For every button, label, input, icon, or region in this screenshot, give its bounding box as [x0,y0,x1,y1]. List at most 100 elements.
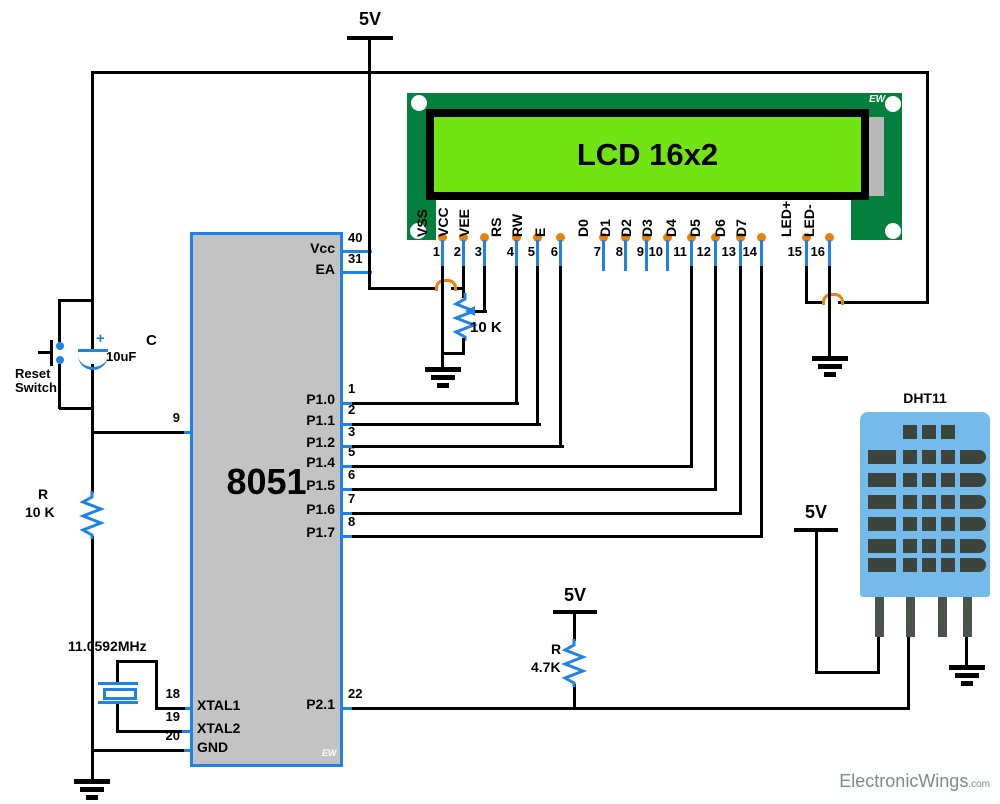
lcd-pin-number: 6 [550,244,558,259]
mcu-pin-stub [341,535,353,538]
mcu-pin-number: 5 [348,444,356,459]
dht-vent-hole [922,495,936,509]
wire-lcd-vcc [462,266,465,298]
lcd-pin-number: 5 [527,244,535,259]
mcu-pin-label: XTAL1 [197,697,241,713]
lcd-pin-label: VCC [435,207,451,237]
mcu-ew-mark: EW [322,748,337,758]
dht-vent-hole [941,558,955,572]
mcu-pin-stub [182,749,190,752]
lcd-ew-mark: EW [869,94,886,105]
lcd-pin-pad [556,233,565,242]
lcd-pin-label: D1 [597,219,613,237]
lcd-pin-label: E [532,227,548,237]
lcd-title: LCD 16x2 [576,137,719,172]
wire-lcd-d4 [690,266,693,468]
supply-5v-label: 5V [804,502,828,522]
mcu-pin-stub [182,431,190,434]
mcu-pin-label: P1.6 [306,501,335,517]
wire-dht-5v [815,671,880,674]
wire-reset-branch [59,299,94,302]
wire-xtal [155,660,158,710]
wire-vcc-to-lcd [368,287,435,290]
lcd-pin-label: LED- [801,204,817,237]
switch-actuator [38,351,51,354]
wire-left-rail [91,71,94,351]
lcd-pin-pad [736,233,745,242]
capacitor-plate [78,349,108,352]
lcd-pin-stub [645,240,648,271]
resistor-4k7-ref: R [551,641,562,657]
lcd-pin-stub [828,240,831,269]
dht11-leg [938,597,947,637]
mcu-pin-number: 40 [348,230,363,245]
wire-lcd-e [559,266,562,448]
lcd-pin-label: RW [509,213,525,237]
lcd-pin-stub [536,240,539,269]
lcd-pin-label: D2 [618,219,634,237]
dht-vent-hole [941,425,955,439]
lcd-pin-number: 13 [721,244,736,259]
ground-symbol [812,356,848,380]
lcd-pin-label: D7 [733,219,749,237]
mcu-pin-number: 7 [348,491,356,506]
ground-symbol [425,367,461,391]
lcd-mount-hole [885,223,901,239]
wire-xtal [116,660,158,663]
mcu-pin-stub [341,465,353,468]
wire-dht-data [907,635,910,710]
lcd-pin-stub [666,240,669,271]
mcu-pin-stub [341,488,353,491]
wire-led-minus-drop [828,266,831,357]
mcu-pin-number: 9 [172,410,180,425]
lcd-pin-pad [621,233,630,242]
wire-dht-vcc [877,635,880,674]
dht-vent-hole [960,558,986,572]
potentiometer-10k [452,293,478,341]
dht-vent-hole [868,495,896,509]
wire-xtal [116,660,119,684]
mcu-pin-stub [341,423,353,426]
wire-p14-d4 [352,465,693,468]
wire-hop [822,293,844,305]
resistor-4k7-value: 4.7K [531,659,561,675]
wire-p15-d5 [352,488,717,491]
crystal-body [103,688,137,700]
capacitor-value: 10uF [106,349,137,364]
lcd-pin-label: VEE [456,208,472,237]
wire-left-rail [91,364,94,493]
dht-vent-hole [868,450,896,464]
wire-lcd-vee [483,266,486,313]
lcd-screen-frame [426,109,869,200]
crystal-plate [98,682,138,685]
lcd-pin-number: 1 [432,244,440,259]
lcd-pin-pad [459,233,468,242]
lcd-pin-pad [711,233,720,242]
lcd-pin-number: 4 [506,244,514,259]
dht11-label: DHT11 [903,390,947,406]
mcu-pin-number: 31 [348,251,363,266]
watermark: ElectronicWings.com [690,771,990,792]
ground-symbol [949,665,985,689]
lcd-pin-pad [480,233,489,242]
lcd-pin-pad [825,233,834,242]
mcu-pin-stub [341,402,353,405]
wire-left-rail [91,536,94,780]
reset-switch-label-line1: Reset [15,366,51,381]
lcd-pin-label: LED+ [778,200,794,237]
lcd-pin-number: 3 [474,244,482,259]
lcd-pin-pad [687,233,696,242]
lcd-pin-label: D6 [712,219,728,237]
lcd-pin-pad [642,233,651,242]
dht-vent-hole [903,450,917,464]
lcd-pin-number: 9 [636,244,644,259]
dht-vent-hole [903,425,917,439]
lcd-pin-pad [663,233,672,242]
lcd-pin-pad [533,233,542,242]
lcd-pin-number: 2 [453,244,461,259]
dht-vent-hole [922,473,936,487]
wire-5v-to-mcu [368,71,371,289]
dht-vent-hole [960,473,986,487]
dht-vent-hole [922,425,936,439]
wire-pot-bottom [441,352,465,355]
